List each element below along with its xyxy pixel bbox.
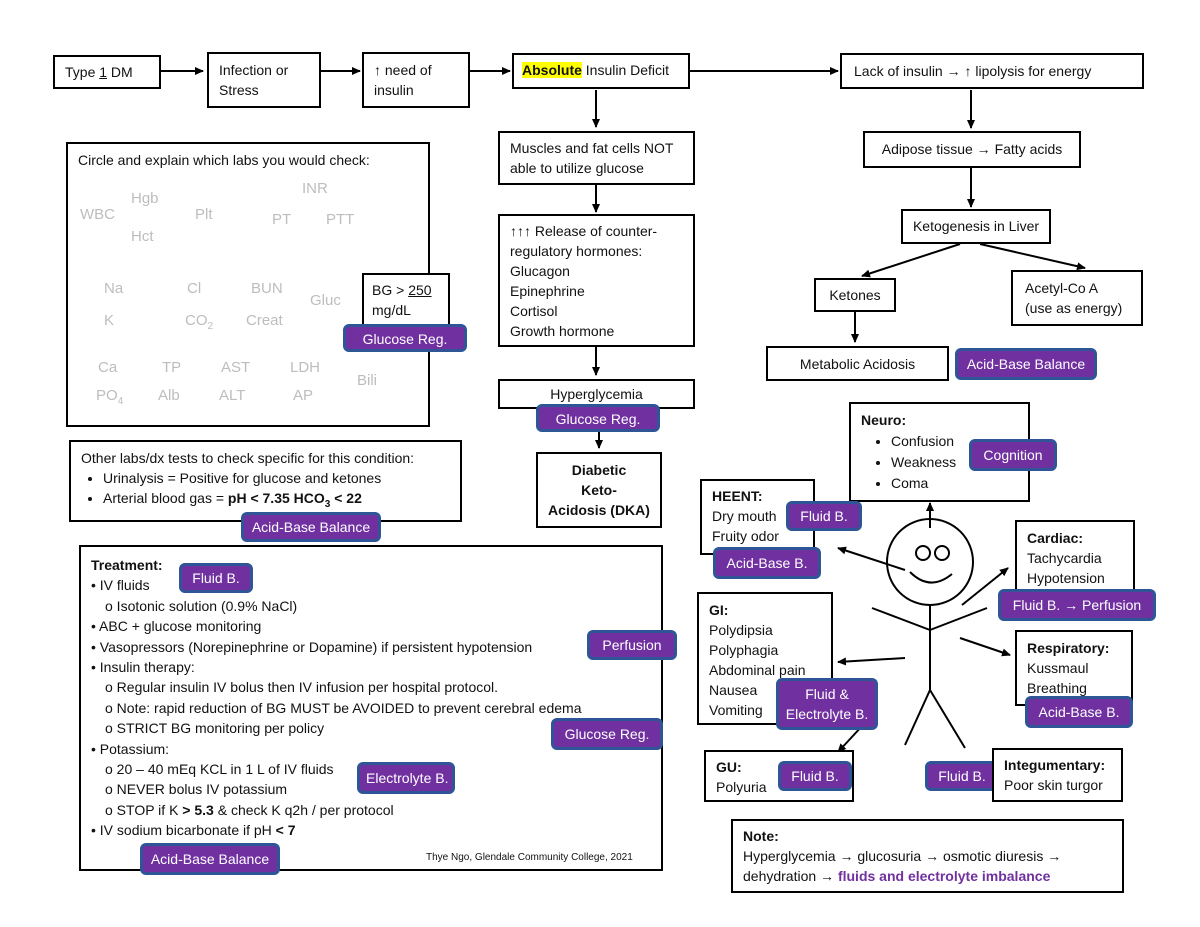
hyperglycemia-box: Hyperglycemia [498, 379, 695, 409]
list-item: Urinalysis = Positive for glucose and ke… [103, 468, 450, 488]
fluid-imbalance-emphasis: fluids and electrolyte imbalance [837, 868, 1051, 884]
neuro-list: Confusion Weakness Coma [861, 431, 1018, 493]
lab-alb: Alb [158, 387, 180, 404]
acetyl-coa-box: Acetyl-Co A (use as energy) [1011, 270, 1143, 326]
arrow-keto-acetyl [979, 243, 1086, 271]
labs-title: Circle and explain which labs you would … [78, 152, 370, 168]
tag-fluid-treatment: Fluid B. [179, 563, 253, 593]
lab-tp: TP [162, 359, 182, 376]
tag-fluid-integ: Fluid B. [925, 761, 999, 791]
lab-na: Na [104, 280, 124, 297]
tag-fluid-perfusion: Fluid B. → Perfusion [998, 589, 1156, 621]
tag-acid-base-treatment: Acid-Base Balance [140, 843, 280, 875]
list-item: Weakness [891, 452, 1018, 472]
arrow-figure-heent [837, 546, 906, 571]
lab-hgb: Hgb [131, 190, 159, 207]
lab-ca: Ca [98, 359, 118, 376]
tag-electrolyte: Electrolyte B. [357, 762, 455, 794]
tag-acid-heent: Acid-Base B. [713, 547, 821, 579]
absolute-highlight: Absolute [522, 62, 582, 78]
arrow-figure-resp [959, 637, 1011, 657]
bg-box: BG > 250 mg/dL [362, 273, 450, 329]
lab-ast: AST [221, 359, 251, 376]
tag-glucose-reg-treatment: Glucose Reg. [551, 718, 663, 750]
list-item: Epinephrine [510, 283, 585, 299]
list-item: Glucagon [510, 263, 570, 279]
tag-glucose-reg-center: Glucose Reg. [536, 404, 660, 432]
lab-co2: CO2 [185, 312, 214, 332]
lab-ldh: LDH [290, 359, 321, 376]
lab-ptt: PTT [326, 211, 355, 228]
arrow-figure-cardiac [961, 567, 1009, 606]
insulin-deficit-box: Absolute Insulin Deficit [512, 53, 690, 89]
adipose-box: Adipose tissue → Fatty acids [863, 131, 1081, 168]
tag-acid-base-labs: Acid-Base Balance [241, 512, 381, 542]
arrow-figure-gi [837, 657, 906, 666]
respiratory-box: Respiratory: Kussmaul Breathing [1015, 630, 1133, 706]
tag-acid-base-right: Acid-Base Balance [955, 348, 1097, 380]
list-item: Coma [891, 473, 1018, 493]
tag-glucose-reg-labs: Glucose Reg. [343, 324, 467, 352]
list-item: Confusion [891, 431, 1018, 451]
lab-bun: BUN [251, 280, 283, 297]
hormone-list: Glucagon Epinephrine Cortisol Growth hor… [510, 261, 683, 341]
tag-perfusion: Perfusion [587, 630, 677, 660]
tag-fluid-heent: Fluid B. [786, 501, 862, 531]
tag-acid-resp: Acid-Base B. [1025, 696, 1133, 728]
integumentary-box: Integumentary: Poor skin turgor [992, 748, 1123, 802]
tag-cognition: Cognition [969, 439, 1057, 471]
list-item: Cortisol [510, 303, 558, 319]
lab-hct: Hct [131, 228, 154, 245]
credit-text: Thye Ngo, Glendale Community College, 20… [426, 852, 633, 863]
tag-fluid-electrolyte: Fluid & Electrolyte B. [776, 678, 878, 730]
type1-number: 1 [99, 64, 108, 80]
lab-pt: PT [272, 211, 292, 228]
lab-wbc: WBC [80, 206, 115, 223]
cardiac-box: Cardiac: Tachycardia Hypotension [1015, 520, 1135, 598]
muscles-box: Muscles and fat cells NOT able to utiliz… [498, 131, 695, 185]
metabolic-acidosis-box: Metabolic Acidosis [766, 346, 949, 381]
lab-bili: Bili [357, 372, 378, 389]
tag-fluid-gu: Fluid B. [778, 761, 852, 791]
stick-figure [871, 518, 988, 749]
other-labs-list: Urinalysis = Positive for glucose and ke… [81, 468, 450, 515]
infection-box: Infection or Stress [207, 52, 321, 108]
counter-reg-box: ↑↑↑ Release of counter-regulatory hormon… [498, 214, 695, 347]
type1-dm-box: Type 1 DM [53, 55, 161, 89]
lab-creat: Creat [246, 312, 283, 329]
lab-k: K [104, 312, 115, 329]
list-item: Arterial blood gas = pH < 7.35 HCO3 < 22 [103, 488, 450, 515]
bg-value: 250 [408, 282, 432, 298]
need-insulin-box: ↑ need of insulin [362, 52, 470, 108]
lab-gluc: Gluc [310, 292, 341, 309]
ketones-box: Ketones [814, 278, 896, 312]
treatment-box: Treatment: • IV fluids o Isotonic soluti… [79, 545, 663, 871]
lab-inr: INR [302, 180, 328, 197]
lab-ap: AP [293, 387, 314, 404]
list-item: Growth hormone [510, 323, 615, 339]
lab-cl: Cl [187, 280, 202, 297]
lab-po4: PO4 [96, 387, 124, 407]
note-box: Note: Hyperglycemia → glucosuria → osmot… [731, 819, 1124, 893]
lack-insulin-box: Lack of insulin → ↑ lipolysis for energy [840, 53, 1144, 89]
ketogenesis-box: Ketogenesis in Liver [901, 209, 1051, 244]
other-labs-box: Other labs/dx tests to check specific fo… [69, 440, 462, 522]
lab-alt: ALT [219, 387, 246, 404]
arrow-keto-ketones [861, 243, 961, 278]
dka-box: Diabetic Keto- Acidosis (DKA) [536, 452, 662, 528]
lab-plt: Plt [195, 206, 213, 223]
